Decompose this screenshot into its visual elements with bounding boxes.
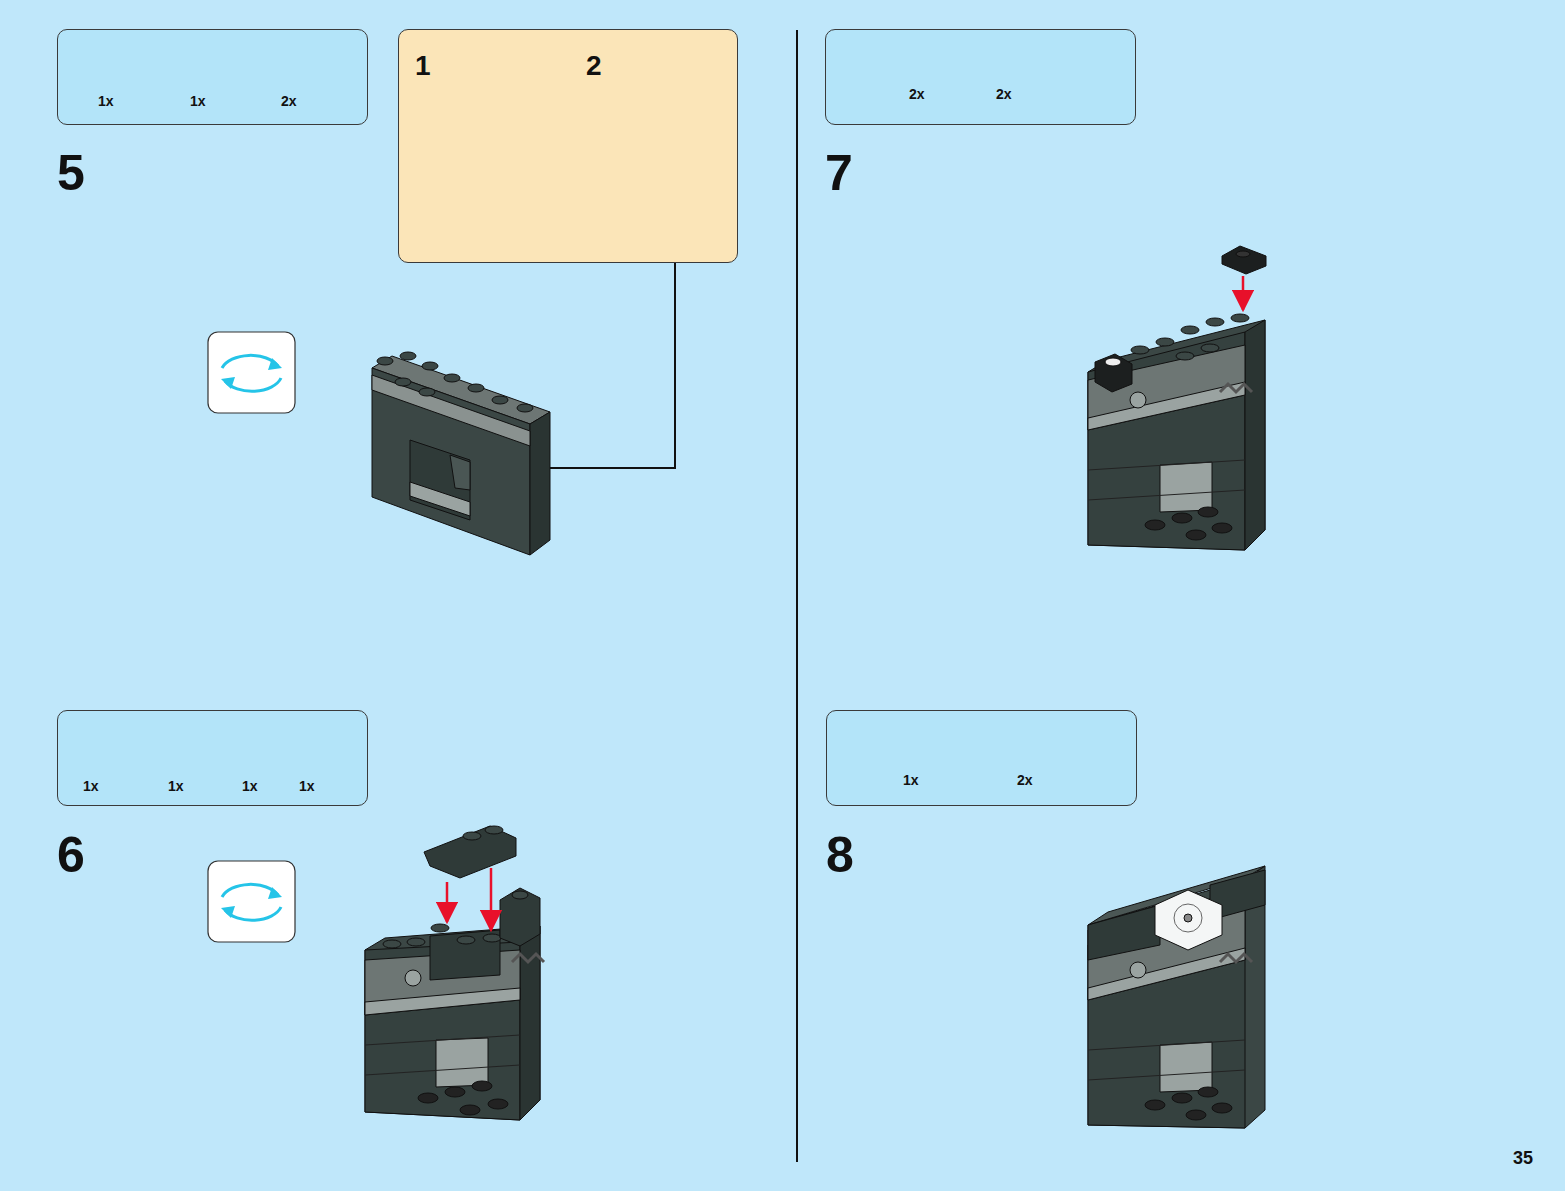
substep-number: 1 bbox=[415, 52, 431, 80]
subassembly-box: 12 bbox=[398, 29, 738, 263]
page-number: 35 bbox=[1513, 1149, 1533, 1167]
substep-number: 2 bbox=[586, 52, 602, 80]
tower-model bbox=[365, 826, 544, 1120]
part-count: 1x bbox=[242, 779, 258, 793]
part-count: 1x bbox=[903, 773, 919, 787]
parts-box: 1x 1x 2x bbox=[57, 29, 368, 125]
step-number: 7 bbox=[825, 148, 853, 198]
rotate-icon bbox=[208, 332, 295, 413]
part-count: 1x bbox=[299, 779, 315, 793]
rotate-icon bbox=[208, 861, 295, 942]
step-number: 5 bbox=[57, 148, 85, 198]
part-count: 1x bbox=[83, 779, 99, 793]
part-count: 2x bbox=[1017, 773, 1033, 787]
part-count: 2x bbox=[281, 94, 297, 108]
part-count: 1x bbox=[190, 94, 206, 108]
parts-box: 1x 2x bbox=[826, 710, 1137, 806]
tower-model bbox=[1088, 246, 1266, 550]
part-count: 2x bbox=[996, 87, 1012, 101]
wall-model bbox=[372, 352, 550, 555]
tower-model bbox=[1088, 866, 1265, 1128]
part-count: 2x bbox=[909, 87, 925, 101]
part-count: 1x bbox=[98, 94, 114, 108]
step-number: 8 bbox=[826, 830, 854, 880]
parts-box: 2x 2x bbox=[825, 29, 1136, 125]
step-number: 6 bbox=[57, 830, 85, 880]
parts-box: 1x 1x 1x 1x bbox=[57, 710, 368, 806]
part-count: 1x bbox=[168, 779, 184, 793]
